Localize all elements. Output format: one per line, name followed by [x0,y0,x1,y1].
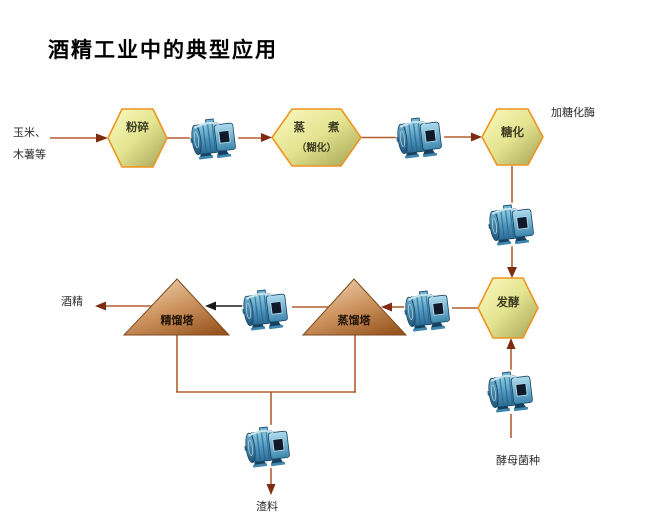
rectify-tower-triangle [122,278,231,336]
connectors [50,136,513,484]
crush-hexagon [107,108,168,168]
arrowhead-into-crush [96,133,108,143]
arrowhead-into-rectify-black [205,301,216,311]
cook-hexagon [271,108,362,167]
feed-label: 玉米、 木薯等 [13,122,46,166]
arrowhead-into-cook [261,133,272,142]
motor-pump-icon [395,114,445,161]
motor-pump-icon [487,201,537,248]
enzyme-label: 加糖化酶 [551,107,595,119]
residue-label: 渣料 [256,501,278,513]
ferment-hexagon [477,277,539,339]
arrowhead-into-distill [381,302,392,312]
arrowhead-into-residue [266,484,276,495]
feed-label-line2: 木薯等 [13,149,46,161]
arrowheads [95,132,517,495]
arrowhead-into-saccharify [471,132,482,142]
arrowhead-into-alcohol [95,301,106,311]
diagram-title: 酒精工业中的典型应用 [48,39,278,62]
saccharify-node-label: 糖化 [501,127,524,139]
yeast-label: 酵母菌种 [496,455,540,467]
motor-pump-icon [403,287,453,334]
cook-node-sublabel: （糊化） [296,143,337,154]
rectify-tower-label: 精馏塔 [160,315,194,327]
motor-pump-icon [243,423,293,470]
crush-node-label: 粉碎 [126,122,149,134]
ferment-node-label: 发酵 [496,297,520,309]
cook-node-label: 蒸 煮 [293,122,340,134]
arrowhead-into-ferment-top [507,267,517,278]
alcohol-label: 酒精 [61,296,83,308]
tower-triangles [122,278,408,336]
distill-tower-triangle [301,278,408,336]
distill-tower-label: 蒸馏塔 [337,315,371,327]
motor-pump-icon [189,115,239,162]
arrowhead-into-ferment-bottom [506,338,516,349]
process-hexagons [107,108,544,339]
motor-pump-icon [241,286,291,333]
feed-label-line1: 玉米、 [13,127,46,139]
saccharify-hexagon [481,108,544,166]
motor-pump-icon [486,368,536,415]
